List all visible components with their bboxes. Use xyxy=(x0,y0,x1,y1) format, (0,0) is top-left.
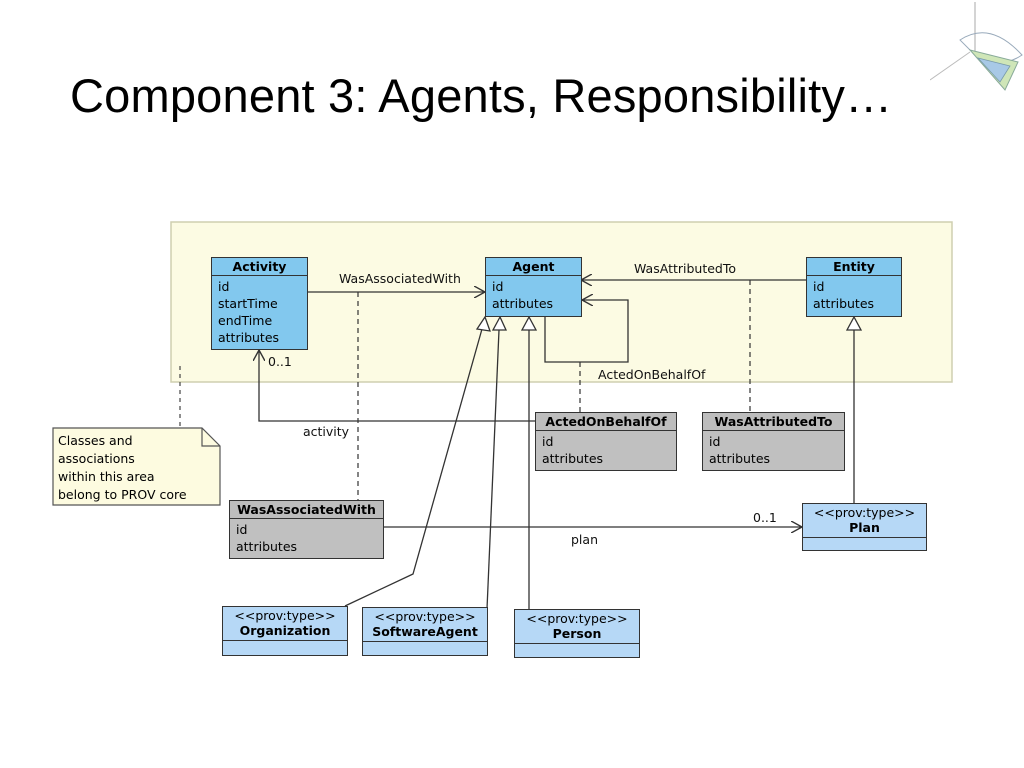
activity-association-line xyxy=(259,350,535,422)
software-agent-generalization-arrowhead xyxy=(491,315,508,331)
label-plan-role: plan xyxy=(571,532,598,547)
class-name: Organization xyxy=(223,623,347,641)
class-was-associated-with[interactable]: WasAssociatedWith id attributes xyxy=(229,500,384,559)
organization-generalization-arrowhead xyxy=(475,315,491,332)
class-attribute: id xyxy=(709,434,721,449)
class-plan[interactable]: <<prov:type>> Plan xyxy=(802,503,927,551)
class-name: Activity xyxy=(212,258,307,276)
acted-on-behalf-of-loop xyxy=(544,300,629,363)
note-line: within this area xyxy=(58,469,155,484)
class-name: WasAssociatedWith xyxy=(230,501,383,519)
label-activity-role: activity xyxy=(303,424,350,439)
label-was-attributed-to: WasAttributedTo xyxy=(634,261,737,276)
class-attribute: attributes xyxy=(492,296,554,311)
class-attribute: id xyxy=(236,522,248,537)
class-name: SoftwareAgent xyxy=(363,624,487,642)
prov-core-note: Classes and associations within this are… xyxy=(53,428,220,505)
note-shape xyxy=(52,427,221,506)
class-name: Agent xyxy=(486,258,581,276)
class-stereotype: <<prov:type>> xyxy=(526,611,628,626)
class-attribute: id xyxy=(492,279,504,294)
label-plan-multiplicity: 0..1 xyxy=(753,510,777,525)
note-line: associations xyxy=(58,451,135,466)
class-attribute: startTime xyxy=(218,296,278,311)
class-acted-on-behalf-of[interactable]: ActedOnBehalfOf id attributes xyxy=(535,412,677,471)
class-attribute: id xyxy=(542,434,554,449)
class-name: Entity xyxy=(807,258,901,276)
class-name: Plan xyxy=(803,520,926,538)
class-entity[interactable]: Entity id attributes xyxy=(806,257,902,317)
software-agent-generalization-line xyxy=(486,329,500,610)
logo-icon xyxy=(930,2,1023,91)
class-attribute: attributes xyxy=(542,451,604,466)
class-person[interactable]: <<prov:type>> Person xyxy=(514,609,640,658)
class-attribute: attributes xyxy=(218,330,280,345)
note-line: belong to PROV core xyxy=(58,487,187,502)
class-attribute: attributes xyxy=(709,451,771,466)
plan-generalization-arrowhead xyxy=(845,315,863,331)
class-attribute: endTime xyxy=(218,313,273,328)
organization-generalization-line xyxy=(344,328,483,607)
label-acted-on-behalf-of: ActedOnBehalfOf xyxy=(598,367,706,382)
class-attribute: attributes xyxy=(813,296,875,311)
label-was-associated-with: WasAssociatedWith xyxy=(339,271,461,286)
slide-title: Component 3: Agents, Responsibility… xyxy=(70,69,893,122)
class-attribute: id xyxy=(218,279,230,294)
class-stereotype: <<prov:type>> xyxy=(234,608,336,623)
class-agent[interactable]: Agent id attributes xyxy=(485,257,582,317)
class-was-attributed-to[interactable]: WasAttributedTo id attributes xyxy=(702,412,845,471)
class-stereotype: <<prov:type>> xyxy=(813,505,916,520)
class-software-agent[interactable]: <<prov:type>> SoftwareAgent xyxy=(362,607,488,656)
class-organization[interactable]: <<prov:type>> Organization xyxy=(222,606,348,656)
class-attribute: attributes xyxy=(236,539,298,554)
note-line: Classes and xyxy=(58,433,133,448)
class-name: WasAttributedTo xyxy=(703,413,844,431)
class-name: Person xyxy=(515,626,639,644)
class-name: ActedOnBehalfOf xyxy=(536,413,676,431)
class-stereotype: <<prov:type>> xyxy=(374,609,476,624)
class-attribute: id xyxy=(813,279,825,294)
label-activity-multiplicity: 0..1 xyxy=(268,354,292,369)
person-generalization-arrowhead xyxy=(520,315,538,331)
class-activity[interactable]: Activity id startTime endTime attributes xyxy=(211,257,308,350)
